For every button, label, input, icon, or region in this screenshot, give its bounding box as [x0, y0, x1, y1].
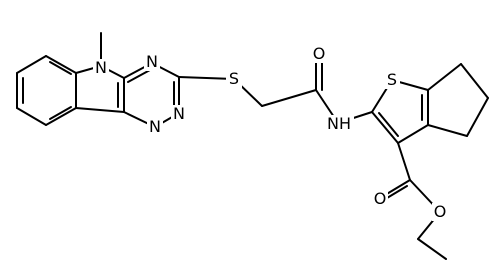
- bond: [45, 55, 77, 74]
- bond: [460, 63, 489, 99]
- bond: [75, 107, 125, 113]
- atom-n1: N: [149, 117, 161, 136]
- double-bond-inner: [378, 112, 399, 137]
- bond: [397, 124, 429, 144]
- atom-s-thiophene: S: [387, 70, 397, 89]
- bond: [427, 124, 468, 137]
- linker-chain: [178, 54, 373, 124]
- atom-n2: N: [173, 104, 185, 123]
- atom-o-carbonyl: O: [374, 189, 387, 208]
- bond: [16, 55, 47, 74]
- atom-n4: N: [146, 52, 158, 71]
- double-bond-inner: [127, 69, 151, 83]
- atom-n-methyl: N: [95, 58, 107, 77]
- bond: [371, 111, 399, 144]
- bond: [261, 89, 317, 107]
- atom-o-ether: O: [434, 202, 447, 221]
- atom-s-thioether: S: [229, 69, 239, 88]
- cyclopentane-ring: [427, 63, 489, 137]
- atom-o-amide: O: [313, 44, 326, 63]
- thiophene-ring: [371, 79, 429, 144]
- ester-group: [379, 142, 447, 260]
- bond: [397, 142, 411, 181]
- bond: [16, 107, 47, 126]
- bond: [45, 107, 77, 126]
- bond: [417, 238, 447, 260]
- atom-nh-amide: NH: [327, 114, 351, 133]
- benzene-ring: [16, 55, 77, 126]
- double-bond-inner: [49, 106, 72, 120]
- bond: [466, 97, 489, 137]
- bond: [178, 76, 235, 80]
- double-bond-inner: [49, 61, 72, 75]
- bond: [427, 63, 462, 91]
